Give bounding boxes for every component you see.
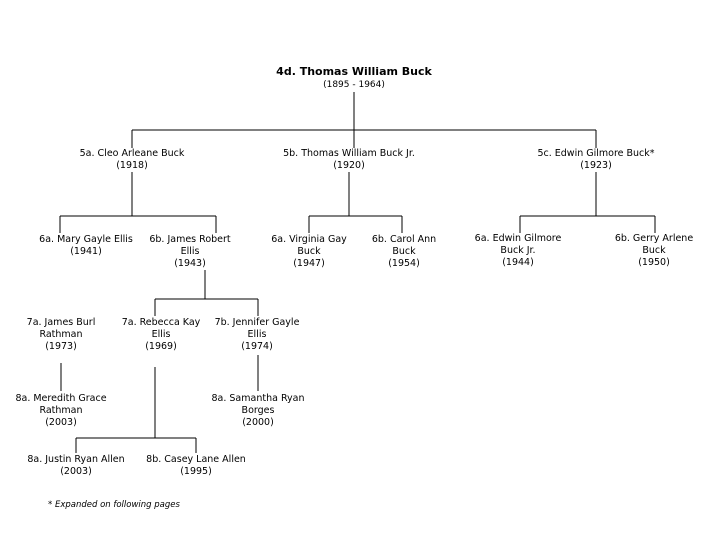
- person-name-line2: Rathman: [39, 405, 83, 416]
- person-years: (1973): [45, 341, 77, 352]
- person-7a-james-burl: 7a. James Burl Rathman (1973): [27, 317, 96, 353]
- person-name-line2: Buck: [392, 246, 416, 257]
- person-years: (1995): [180, 466, 212, 477]
- person-years: (1950): [638, 257, 670, 268]
- person-8b-casey: 8b. Casey Lane Allen (1995): [146, 454, 246, 478]
- person-name-line2: Buck Jr.: [500, 245, 536, 256]
- person-root: 4d. Thomas William Buck (1895 - 1964): [276, 65, 432, 91]
- person-name: 5c. Edwin Gilmore Buck*: [537, 148, 655, 159]
- person-8a-samantha: 8a. Samantha Ryan Borges (2000): [212, 393, 305, 429]
- person-name: 8a. Justin Ryan Allen: [27, 454, 125, 465]
- person-years: (1947): [293, 258, 325, 269]
- person-name: 6b. Gerry Arlene: [614, 233, 694, 244]
- person-years: (1895 - 1964): [323, 80, 385, 90]
- person-7a-rebecca: 7a. Rebecca Kay Ellis (1969): [122, 317, 201, 353]
- person-6b-carol: 6b. Carol Ann Buck (1954): [372, 234, 436, 270]
- person-years: (1969): [145, 341, 177, 352]
- person-name: 6a. Virginia Gay: [271, 234, 347, 245]
- person-name-line2: Ellis: [180, 246, 200, 257]
- person-name: 8a. Meredith Grace: [15, 393, 107, 404]
- person-name-line2: Buck: [642, 245, 666, 256]
- person-name: 7a. James Burl: [26, 317, 96, 328]
- person-years: (1943): [174, 258, 206, 269]
- person-years: (1944): [502, 257, 534, 268]
- person-6a-edwin-jr: 6a. Edwin Gilmore Buck Jr. (1944): [475, 233, 562, 269]
- person-name: 6a. Edwin Gilmore: [474, 233, 562, 244]
- person-5b-thomas: 5b. Thomas William Buck Jr. (1920): [283, 148, 415, 172]
- person-name: 4d. Thomas William Buck: [276, 65, 432, 78]
- person-5c-edwin: 5c. Edwin Gilmore Buck* (1923): [537, 148, 654, 172]
- person-years: (2003): [45, 417, 77, 428]
- person-years: (2003): [60, 466, 92, 477]
- person-years: (1923): [580, 160, 612, 171]
- person-years: (1920): [333, 160, 365, 171]
- person-name: 8a. Samantha Ryan: [211, 393, 305, 404]
- person-years: (1918): [116, 160, 148, 171]
- person-name: 7a. Rebecca Kay: [121, 317, 201, 328]
- person-name-line2: Borges: [241, 405, 275, 416]
- person-name-line2: Rathman: [39, 329, 83, 340]
- person-years: (2000): [242, 417, 274, 428]
- person-name: 6b. James Robert: [149, 234, 231, 245]
- person-name: 6a. Mary Gayle Ellis: [39, 234, 133, 245]
- footnote: * Expanded on following pages: [48, 500, 180, 510]
- person-name-line2: Ellis: [151, 329, 171, 340]
- person-6b-gerry: 6b. Gerry Arlene Buck (1950): [615, 233, 693, 269]
- person-years: (1954): [388, 258, 420, 269]
- person-name-line2: Buck: [297, 246, 321, 257]
- person-name-line2: Ellis: [247, 329, 267, 340]
- person-8a-justin: 8a. Justin Ryan Allen (2003): [27, 454, 124, 478]
- person-5a-cleo: 5a. Cleo Arleane Buck (1918): [80, 148, 185, 172]
- person-name: 6b. Carol Ann: [371, 234, 437, 245]
- person-8a-meredith: 8a. Meredith Grace Rathman (2003): [15, 393, 106, 429]
- person-7b-jennifer: 7b. Jennifer Gayle Ellis (1974): [215, 317, 300, 353]
- person-name: 5a. Cleo Arleane Buck: [79, 148, 185, 159]
- person-name: 5b. Thomas William Buck Jr.: [283, 148, 415, 159]
- person-name: 8b. Casey Lane Allen: [146, 454, 246, 465]
- person-6b-james: 6b. James Robert Ellis (1943): [149, 234, 230, 270]
- person-name: 7b. Jennifer Gayle: [214, 317, 300, 328]
- person-years: (1974): [241, 341, 273, 352]
- person-years: (1941): [70, 246, 102, 257]
- person-6a-mary: 6a. Mary Gayle Ellis (1941): [39, 234, 133, 258]
- person-6a-virginia: 6a. Virginia Gay Buck (1947): [271, 234, 347, 270]
